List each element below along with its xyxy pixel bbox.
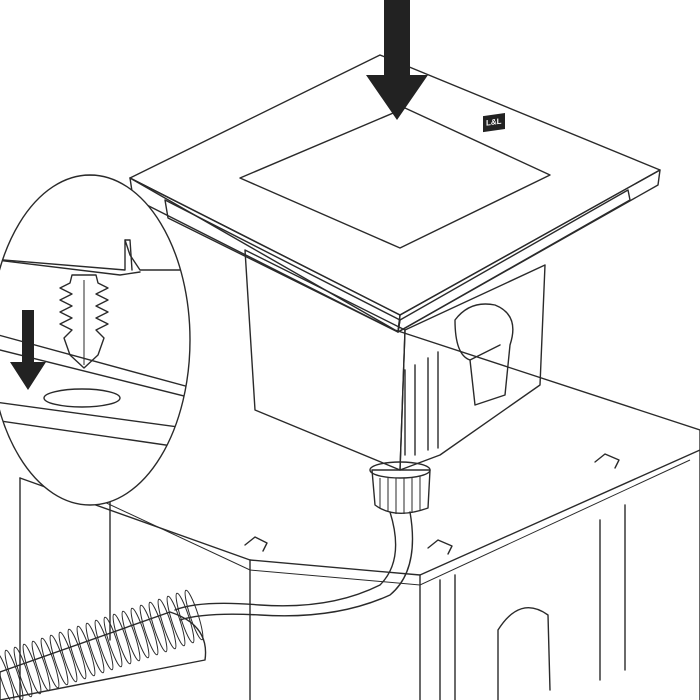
cable-outline-b (179, 511, 414, 621)
rim-clip-right (594, 453, 620, 469)
detail-content (0, 175, 190, 505)
conduit-ring (103, 616, 123, 668)
arrow-down-icon (366, 0, 428, 120)
conduit-ring (184, 589, 204, 641)
mounting-hole (43, 388, 121, 408)
brand-logo: L&L (483, 113, 505, 133)
gland-ridges (379, 476, 421, 514)
conduit-ring (40, 637, 60, 689)
detail-housing (0, 175, 190, 271)
luminaire-body (244, 249, 546, 471)
conduit-ring (13, 646, 33, 698)
conduit-ring (157, 598, 177, 650)
conduit-ring (94, 619, 114, 671)
spring-clip-detail (469, 344, 501, 361)
detail-housing-bottom (0, 257, 141, 276)
conduit-ring (175, 592, 195, 644)
detail-callout (0, 174, 191, 506)
gland-top (369, 461, 431, 479)
conduit-ring (0, 652, 15, 700)
conduit-ring (130, 607, 150, 659)
conduit-ring (139, 604, 159, 656)
plug-shape (59, 274, 109, 369)
cable (174, 511, 414, 621)
installation-box (19, 177, 700, 700)
conduit-ring (121, 610, 141, 662)
box-rim-right (129, 177, 700, 700)
conduit-ring (112, 613, 132, 665)
push-in-plug (59, 274, 109, 369)
box-front-top-edge (19, 449, 700, 576)
conduit-ring (31, 640, 51, 692)
conduit-ring (76, 625, 96, 677)
box-inner-rim (99, 459, 691, 586)
lens-window (239, 107, 551, 249)
detail-surface-top (0, 329, 190, 391)
rim-clip-mid (427, 539, 453, 555)
detail-surface-edge (0, 417, 190, 451)
main-arrow-shape (366, 0, 428, 120)
conduit-ring (49, 634, 69, 686)
detail-circle-outline (0, 174, 191, 506)
conduit-ring (148, 601, 168, 653)
body-front-face (244, 249, 406, 471)
conduit-rings (0, 589, 204, 700)
conduit-ring (85, 622, 105, 674)
logo-mark-bg (483, 113, 505, 133)
gland-body (371, 469, 431, 514)
conduit-ring (22, 643, 42, 695)
cable-gland (369, 461, 431, 514)
conduit-ring (166, 595, 186, 647)
conduit-body (0, 611, 207, 700)
front-arch-cutout (497, 607, 551, 700)
rim-clip-left (244, 536, 268, 552)
conduit-ring (67, 628, 87, 680)
body-side-face (399, 264, 546, 471)
logo-mark-text: L&L (486, 117, 502, 128)
conduit-ring (58, 631, 78, 683)
bezel-top-face (129, 54, 661, 316)
detail-arrow-down-icon (10, 310, 46, 390)
detail-housing-lip (124, 239, 133, 271)
detail-surface-front (0, 399, 190, 431)
spring-clip (454, 303, 514, 406)
bezel-flange-right (397, 189, 631, 333)
cable-outline-a (174, 511, 397, 611)
bezel: L&L (129, 54, 661, 333)
detail-surface-line (0, 344, 190, 401)
corrugated-conduit (0, 589, 207, 700)
